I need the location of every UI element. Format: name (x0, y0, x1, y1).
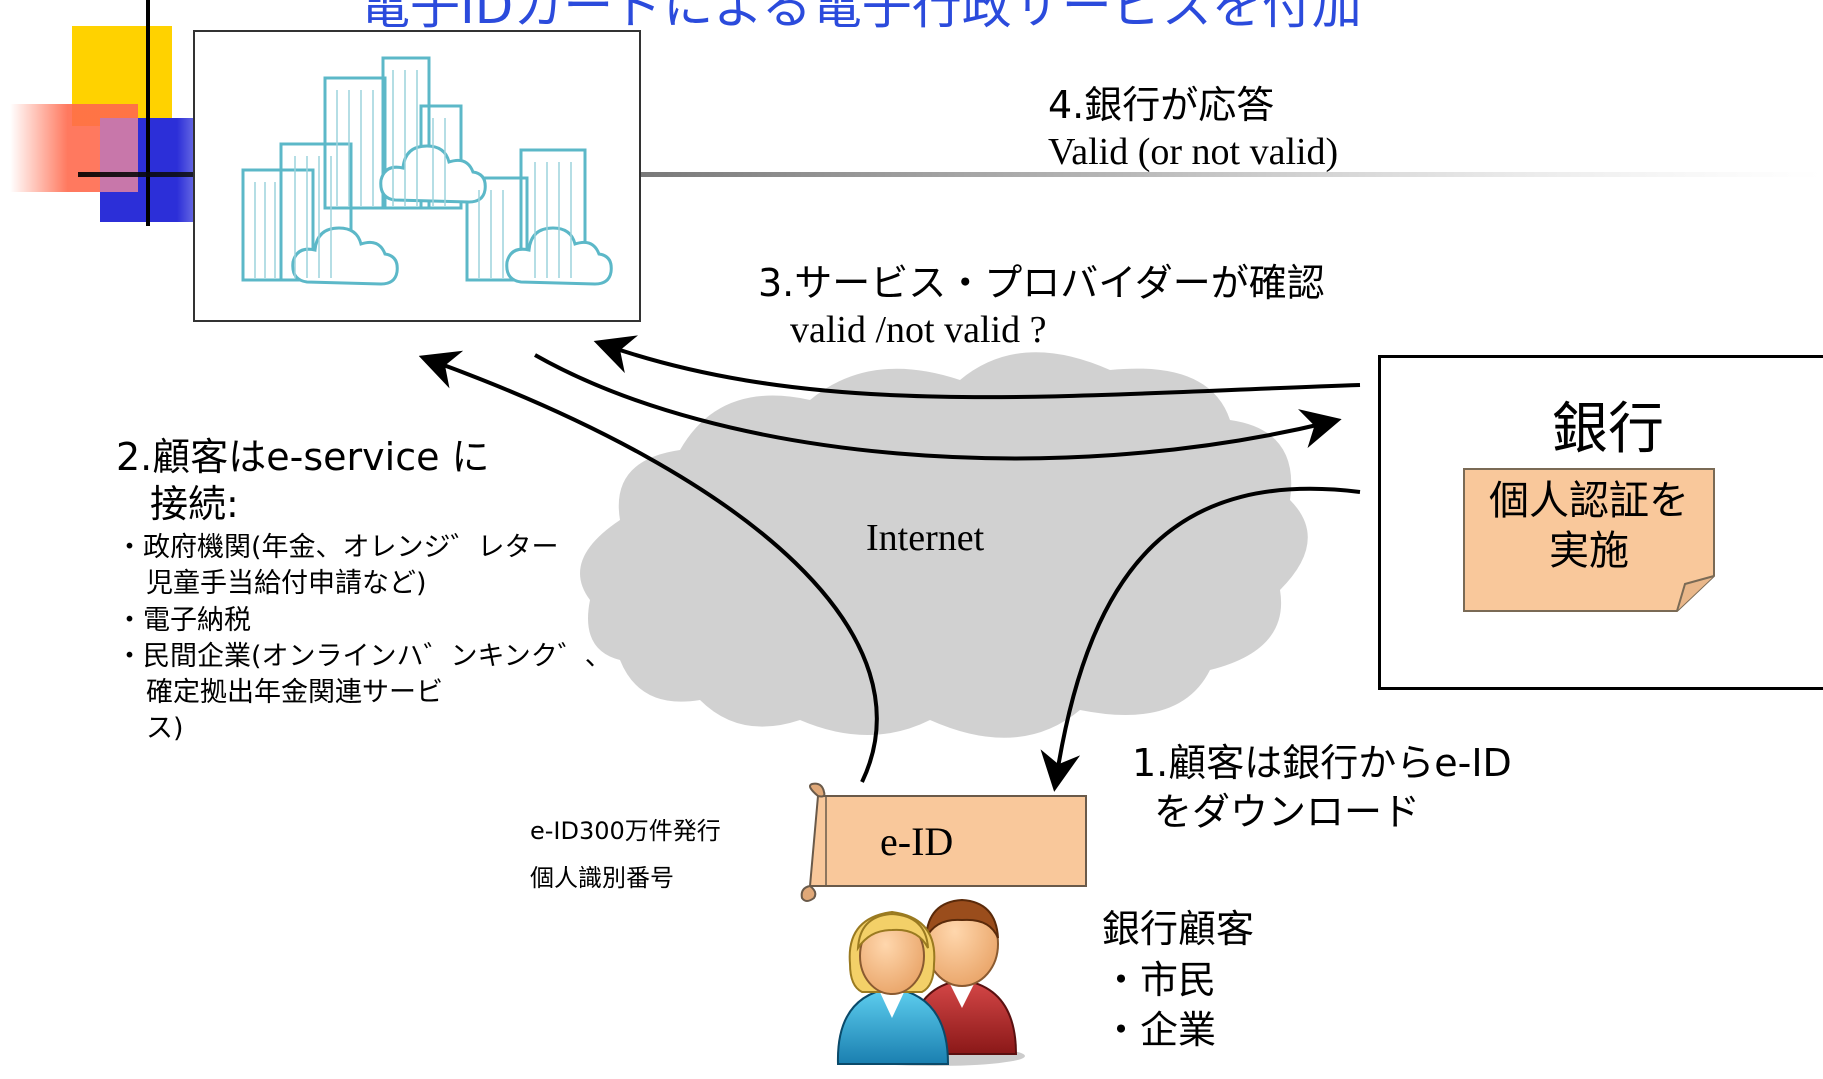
step2-text: 2.顧客はe-service に 接続: ・政府機関(年金、オレンジ゛レター 児… (116, 436, 612, 745)
step2-item-5: 確定拠出年金関連サービ (146, 677, 443, 709)
arrow-step3 (534, 353, 1342, 461)
step4-text: 4.銀行が応答 Valid (or not valid) (1048, 84, 1338, 173)
customers-item-2: ・企業 (1102, 1008, 1217, 1053)
internet-label: Internet (866, 517, 985, 559)
step2-item-2: 児童手当給付申請など) (146, 568, 427, 600)
auth-note: 個人認証を 実施 (1463, 468, 1715, 612)
step3-text: 3.サービス・プロバイダーが確認 valid /not valid ? (758, 262, 1325, 351)
customers-item-1: ・市民 (1102, 957, 1217, 1002)
arrow-step1 (1040, 486, 1361, 792)
bank-title: 銀行 (1552, 397, 1664, 462)
step4-title: 4.銀行が応答 (1048, 83, 1275, 127)
step2-title: 2.顧客はe-service に (116, 435, 490, 479)
auth-note-line1: 個人認証を (1489, 478, 1689, 524)
step2-item-6: ス) (146, 713, 184, 745)
customers-people-icon (836, 898, 1025, 1066)
deco-horizontal-rule (78, 172, 1823, 177)
buildings-clouds-icon (241, 56, 613, 286)
step1-text: 1.顧客は銀行からe-ID をダウンロード (1132, 742, 1512, 833)
eid-note-line1: e-ID300万件発行 (530, 817, 721, 845)
eid-scroll-icon (800, 782, 1087, 902)
step1-title: 1.顧客は銀行からe-ID (1132, 741, 1512, 785)
step1-subtitle: をダウンロード (1154, 789, 1421, 834)
eid-note: e-ID300万件発行 個人識別番号 (530, 818, 721, 892)
arrow-step2 (418, 350, 879, 783)
customers-text: 銀行顧客 ・市民 ・企業 (1102, 908, 1254, 1052)
internet-cloud-icon (580, 352, 1308, 738)
bank-box: 銀行 個人認証を 実施 (1378, 355, 1823, 690)
step3-detail: valid /not valid ? (790, 308, 1047, 351)
deco-pink-overlap (100, 118, 138, 192)
service-provider-box (193, 30, 641, 322)
auth-note-text: 個人認証を 実施 (1463, 476, 1715, 576)
arrow-step4 (593, 335, 1361, 400)
step2-item-4: ・民間企業(オンラインハ゛ンキンク゛、 (116, 640, 612, 672)
step2-item-3: ・電子納税 (116, 604, 251, 636)
auth-note-line2: 実施 (1549, 528, 1629, 574)
eid-note-line2: 個人識別番号 (530, 863, 674, 892)
step2-subtitle: 接続: (150, 481, 239, 526)
step4-detail: Valid (or not valid) (1048, 130, 1339, 173)
slide-title: 電子IDカードによる電子行政サービスを付加 (360, 0, 1362, 35)
step2-item-1: ・政府機関(年金、オレンジ゛レター (116, 532, 559, 564)
step3-title: 3.サービス・プロバイダーが確認 (758, 261, 1325, 305)
note-paper-icon (1463, 468, 1715, 612)
eid-label: e-ID (880, 819, 954, 864)
customers-title: 銀行顧客 (1102, 907, 1255, 951)
